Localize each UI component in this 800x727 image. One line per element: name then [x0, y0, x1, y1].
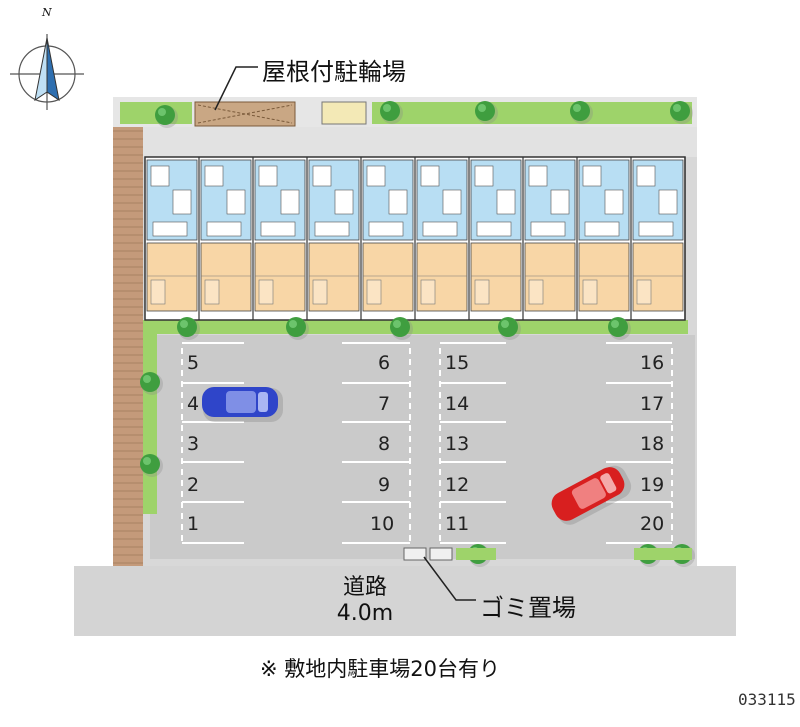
- parking-space-number: 16: [640, 352, 665, 374]
- parking-lot: [150, 335, 695, 559]
- property-code: 033115: [738, 690, 796, 709]
- parking-space-number: 20: [640, 513, 665, 535]
- parking-space-number: 2: [187, 474, 200, 496]
- road-width-label: 4.0m: [336, 601, 394, 626]
- building-unit: [632, 157, 686, 320]
- parking-space-number: 15: [445, 352, 470, 374]
- hedge-left: [143, 334, 157, 514]
- parking-space-number: 8: [378, 433, 391, 455]
- parking-space-number: 3: [187, 433, 200, 455]
- tree: [140, 454, 163, 477]
- parking-space-number: 17: [640, 393, 665, 415]
- building-unit: [308, 157, 362, 320]
- tree: [140, 372, 163, 395]
- bicycle-parking-leader: [214, 66, 258, 111]
- tree: [570, 101, 593, 124]
- apartment-building: [144, 156, 686, 321]
- tree: [177, 317, 200, 340]
- parking-space-number: 9: [378, 474, 391, 496]
- tree: [380, 101, 403, 124]
- parking-space-number: 7: [378, 393, 391, 415]
- garbage-bin-1: [403, 547, 427, 561]
- tree: [608, 317, 631, 340]
- parking-space-number: 19: [640, 474, 665, 496]
- building-unit: [254, 157, 308, 320]
- brick-pattern: [113, 130, 143, 564]
- hedge-top-right: [372, 102, 692, 124]
- parking-count-note: ※ 敷地内駐車場20台有り: [260, 657, 500, 681]
- compass: [10, 34, 84, 110]
- tree: [670, 101, 693, 124]
- storage-box: [321, 101, 367, 125]
- garbage-label: ゴミ置場: [480, 594, 576, 622]
- north-label: N: [42, 6, 52, 19]
- tree: [286, 317, 309, 340]
- parking-space-number: 1: [187, 513, 200, 535]
- walkway: [143, 127, 697, 157]
- tree: [498, 317, 521, 340]
- building-unit: [362, 157, 416, 320]
- building-unit: [146, 157, 200, 320]
- parking-space-number: 6: [378, 352, 391, 374]
- bicycle-parking-label: 屋根付駐輪場: [262, 58, 406, 86]
- hedge-small: [456, 548, 496, 560]
- parking-space-number: 13: [445, 433, 470, 455]
- parking-lines: [181, 342, 673, 545]
- road: [74, 566, 736, 636]
- tree: [390, 317, 413, 340]
- hedge-corner: [634, 548, 692, 560]
- building-unit: [416, 157, 470, 320]
- building-unit: [524, 157, 578, 320]
- hedge-lower: [143, 320, 688, 334]
- parking-space-number: 12: [445, 474, 470, 496]
- tree: [155, 105, 178, 128]
- parking-space-number: 5: [187, 352, 200, 374]
- building-unit: [578, 157, 632, 320]
- building-unit: [200, 157, 254, 320]
- car-blue: [202, 387, 283, 422]
- parking-space-number: 18: [640, 433, 665, 455]
- parking-space-number: 4: [187, 393, 200, 415]
- garbage-bin-2: [429, 547, 453, 561]
- tree: [475, 101, 498, 124]
- parking-space-number: 10: [370, 513, 395, 535]
- building-unit: [470, 157, 524, 320]
- garbage-leader: [423, 556, 476, 601]
- road-name-label: 道路: [342, 575, 387, 600]
- parking-space-number: 14: [445, 393, 470, 415]
- brick-wall: [113, 127, 143, 566]
- car-red: [551, 465, 632, 525]
- parking-space-number: 11: [445, 513, 470, 535]
